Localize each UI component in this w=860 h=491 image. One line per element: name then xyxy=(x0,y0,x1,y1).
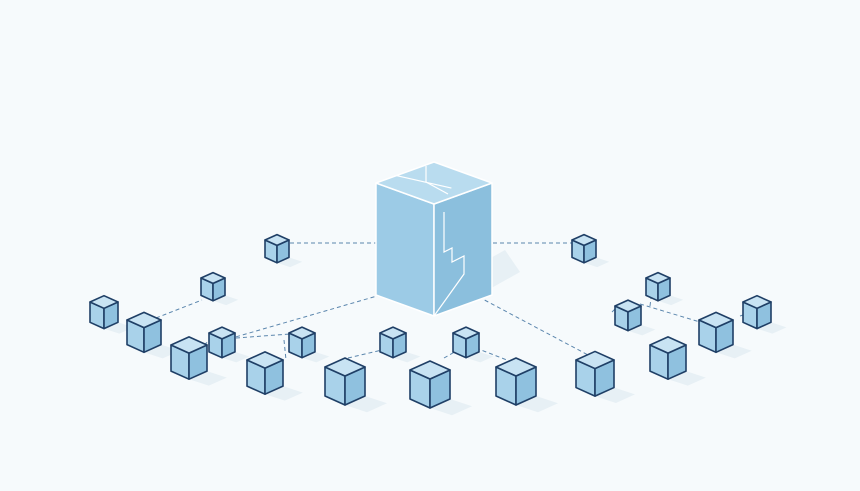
node-cube-shadow xyxy=(222,351,250,363)
central-cube-icon xyxy=(375,161,493,317)
node-cube-shadow xyxy=(595,387,635,403)
connector-line xyxy=(235,333,291,339)
node-cube-top-face xyxy=(89,294,119,310)
node-cube-icon xyxy=(170,336,208,381)
node-cube-shadow xyxy=(757,322,787,334)
node-cube-top-face xyxy=(649,336,687,354)
node-cube-top-face xyxy=(614,299,642,313)
node-cube-icon xyxy=(495,357,537,406)
node-cube-top-face xyxy=(698,311,734,329)
node-cube-top-face xyxy=(170,336,208,354)
node-cube-top-face xyxy=(246,351,284,369)
node-cube-shadow xyxy=(189,371,227,386)
central-cube-seam xyxy=(425,166,449,195)
node-cube-top-face xyxy=(742,294,772,310)
central-cube xyxy=(375,161,493,317)
node-cube-icon xyxy=(742,294,772,330)
node-cube-shadow xyxy=(265,386,303,401)
central-cube-top-face xyxy=(375,161,493,205)
node-cube-top-face xyxy=(379,326,407,340)
node-cube-icon xyxy=(200,271,226,302)
node-cube-shadow xyxy=(658,295,684,306)
node-cube-shadow xyxy=(393,351,421,363)
node-cube-icon xyxy=(645,271,671,302)
node-cube-icon xyxy=(614,299,642,332)
node-cube-shadow xyxy=(584,257,610,268)
node-cube-top-face xyxy=(324,357,366,377)
node-cube-icon xyxy=(89,294,119,330)
node-cube-icon xyxy=(208,326,236,359)
node-cube-top-face xyxy=(208,326,236,340)
node-cube-icon xyxy=(698,311,734,354)
node-cubes xyxy=(89,233,772,409)
connector-line xyxy=(155,299,203,319)
node-cube-icon xyxy=(571,233,597,264)
node-cube-shadow xyxy=(277,257,303,268)
connector-line xyxy=(283,339,287,361)
connector-line xyxy=(639,303,701,323)
node-cube-icon xyxy=(126,311,162,354)
node-cube-shadow xyxy=(345,396,387,413)
node-cube-icon xyxy=(575,350,615,397)
node-cube-shadow xyxy=(628,324,656,336)
node-cube-icon xyxy=(452,326,480,359)
node-cube-top-face xyxy=(288,326,316,340)
node-cube-shadow xyxy=(213,295,239,306)
node-cube-shadow xyxy=(430,399,472,416)
central-cube-left-face xyxy=(375,182,435,317)
node-cube-top-face xyxy=(645,271,671,285)
node-cube-icon xyxy=(379,326,407,359)
node-cube-top-face xyxy=(575,350,615,370)
node-cube-shadow xyxy=(466,351,494,363)
node-cube-top-face xyxy=(571,233,597,247)
node-cube-shadow xyxy=(104,322,134,334)
node-cube-shadow xyxy=(302,351,330,363)
node-cube-top-face xyxy=(264,233,290,247)
node-cube-top-face xyxy=(452,326,480,340)
connector-line xyxy=(347,349,383,359)
node-cube-top-face xyxy=(200,271,226,285)
node-cube-icon xyxy=(288,326,316,359)
node-cube-top-face xyxy=(126,311,162,329)
connector-line xyxy=(443,349,459,359)
node-cube-icon xyxy=(246,351,284,396)
node-cube-shadow xyxy=(716,344,752,359)
node-cube-icon xyxy=(649,336,687,381)
node-cube-icon xyxy=(324,357,366,406)
node-cube-icon xyxy=(409,360,451,409)
node-cube-shadow xyxy=(516,396,558,413)
central-cube-right-face xyxy=(433,182,493,317)
node-cube-shadow xyxy=(668,371,706,386)
node-cube-top-face xyxy=(495,357,537,377)
node-cube-icon xyxy=(264,233,290,264)
central-cube-seam xyxy=(433,212,465,317)
node-cube-top-face xyxy=(409,360,451,380)
central-cube-seam xyxy=(396,174,452,189)
